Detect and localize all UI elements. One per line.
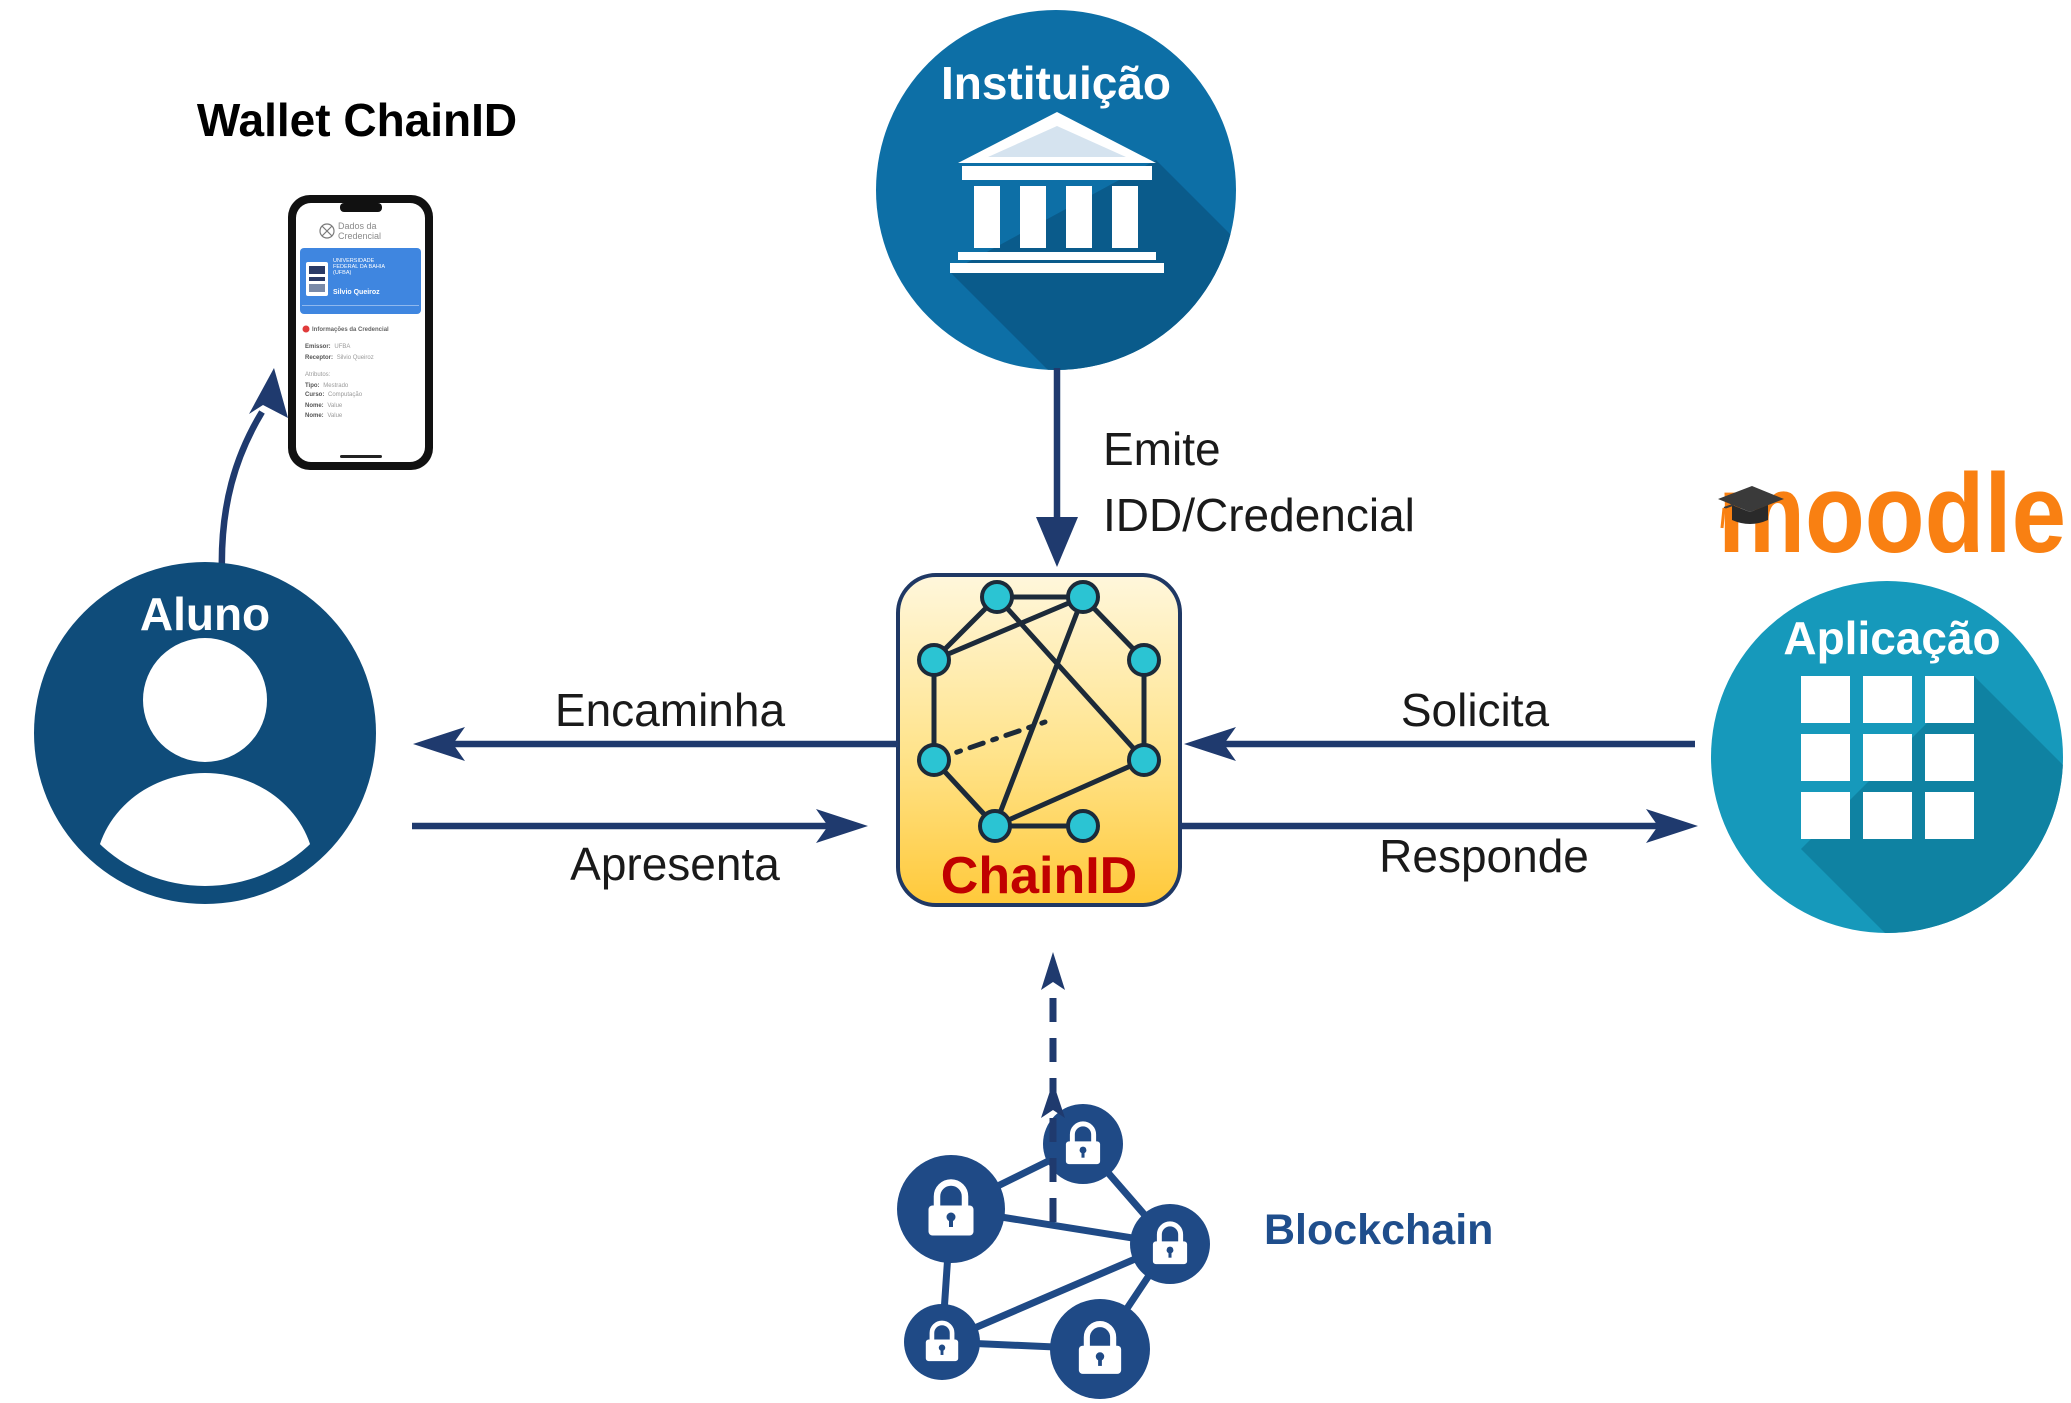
mortarboard-icon — [1718, 486, 1784, 529]
user-icon — [95, 638, 315, 886]
university-crest-icon — [306, 262, 328, 296]
emite-label-credential: IDD/Credencial — [1103, 489, 1415, 541]
emite-arrow — [1036, 368, 1078, 567]
network-graph-icon — [917, 580, 1161, 843]
card-holder-name: Silvio Queiroz — [333, 289, 380, 296]
card-divider — [302, 305, 419, 306]
lock-icon — [925, 1320, 959, 1362]
solicita-arrow — [1184, 727, 1695, 761]
instituicao-label: Instituição — [941, 57, 1171, 109]
phone-home-bar — [340, 455, 382, 458]
solicita-label: Solicita — [1401, 684, 1550, 736]
aluno-to-wallet-arrow — [218, 368, 288, 575]
attribute-key: Nome: — [305, 403, 324, 409]
blockchain-node — [1043, 1104, 1123, 1184]
wallet-title: Wallet ChainID — [197, 94, 517, 146]
attribute-value: Computação — [328, 392, 363, 398]
lock-icon — [928, 1179, 974, 1236]
field-receiver: Receptor: Silvio Queiroz — [305, 355, 374, 361]
aplicacao-label: Aplicação — [1783, 612, 2000, 664]
attributes-title: Atributos: — [305, 372, 331, 378]
field-issuer: Emissor: UFBA — [305, 344, 350, 350]
blockchain-node — [1130, 1204, 1210, 1284]
chainid-node: ChainID — [896, 573, 1182, 907]
credential-app-logo-icon — [319, 223, 335, 239]
attribute-key: Nome: — [305, 413, 324, 419]
chainid-label: ChainID — [941, 847, 1137, 905]
field-key: Receptor: — [305, 355, 333, 361]
lock-icon — [1078, 1321, 1122, 1374]
emite-label: Emite — [1103, 423, 1221, 475]
attribute-row: Tipo: Mestrado — [305, 383, 349, 389]
arrowhead — [816, 809, 868, 843]
attribute-key: Curso: — [305, 392, 324, 398]
blockchain-network — [897, 1104, 1210, 1399]
credential-card: UNIVERSIDADE FEDERAL DA BAHIA (UFBA) Sil… — [300, 248, 421, 314]
arrowhead — [1646, 809, 1698, 843]
arrowhead — [1036, 517, 1078, 567]
lock-icon — [1152, 1221, 1188, 1265]
attribute-row: Curso: Computação — [305, 392, 363, 398]
arrowhead — [1041, 1082, 1065, 1118]
arrowhead — [1041, 952, 1065, 990]
attribute-row: Nome: Value — [305, 403, 343, 409]
encaminha-label: Encaminha — [555, 684, 786, 736]
encaminha-arrow — [413, 727, 898, 761]
attribute-value: Value — [327, 413, 343, 419]
attribute-key: Tipo: — [305, 383, 320, 389]
moodle-wordmark: moodle — [1718, 451, 2066, 576]
field-key: Emissor: — [305, 344, 331, 350]
apresenta-label: Apresenta — [570, 838, 780, 890]
aluno-label: Aluno — [140, 588, 270, 640]
info-alert-icon — [302, 325, 310, 333]
info-section-title: Informações da Credencial — [312, 327, 389, 333]
blockchain-node — [897, 1155, 1005, 1263]
blockchain-node — [1050, 1299, 1150, 1399]
attribute-value: Mestrado — [323, 383, 349, 389]
lock-icon — [1065, 1121, 1101, 1165]
attribute-row: Nome: Value — [305, 413, 343, 419]
arrowhead — [249, 368, 288, 418]
smartphone-icon: Dados da Credencial UNIVERSIDADE FEDERAL… — [288, 195, 433, 470]
aplicacao-node: Aplicação — [1711, 581, 2063, 933]
card-institution-line1: UNIVERSIDADE — [333, 258, 375, 264]
attribute-value: Value — [327, 403, 343, 409]
responde-arrow — [1180, 809, 1698, 843]
arrowhead — [1184, 727, 1236, 761]
phone-notch — [340, 203, 382, 212]
field-value: UFBA — [334, 344, 350, 350]
blockchain-label: Blockchain — [1264, 1206, 1493, 1254]
screen-header-line1: Dados da — [338, 221, 377, 231]
blockchain-to-chainid-arrow — [1041, 952, 1065, 1222]
bank-building-icon — [950, 112, 1164, 273]
app-grid-icon — [1801, 676, 1974, 839]
card-institution-line2: FEDERAL DA BAHIA — [333, 264, 385, 270]
screen-header-line2: Credencial — [338, 231, 381, 241]
apresenta-arrow — [412, 809, 868, 843]
aluno-node: Aluno — [34, 562, 376, 904]
field-value: Silvio Queiroz — [337, 355, 374, 361]
card-institution-line3: (UFBA) — [333, 270, 352, 276]
blockchain-node — [904, 1304, 980, 1380]
moodle-logo: moodle — [1718, 451, 2066, 576]
arrowhead — [413, 727, 465, 761]
responde-label: Responde — [1379, 830, 1589, 882]
